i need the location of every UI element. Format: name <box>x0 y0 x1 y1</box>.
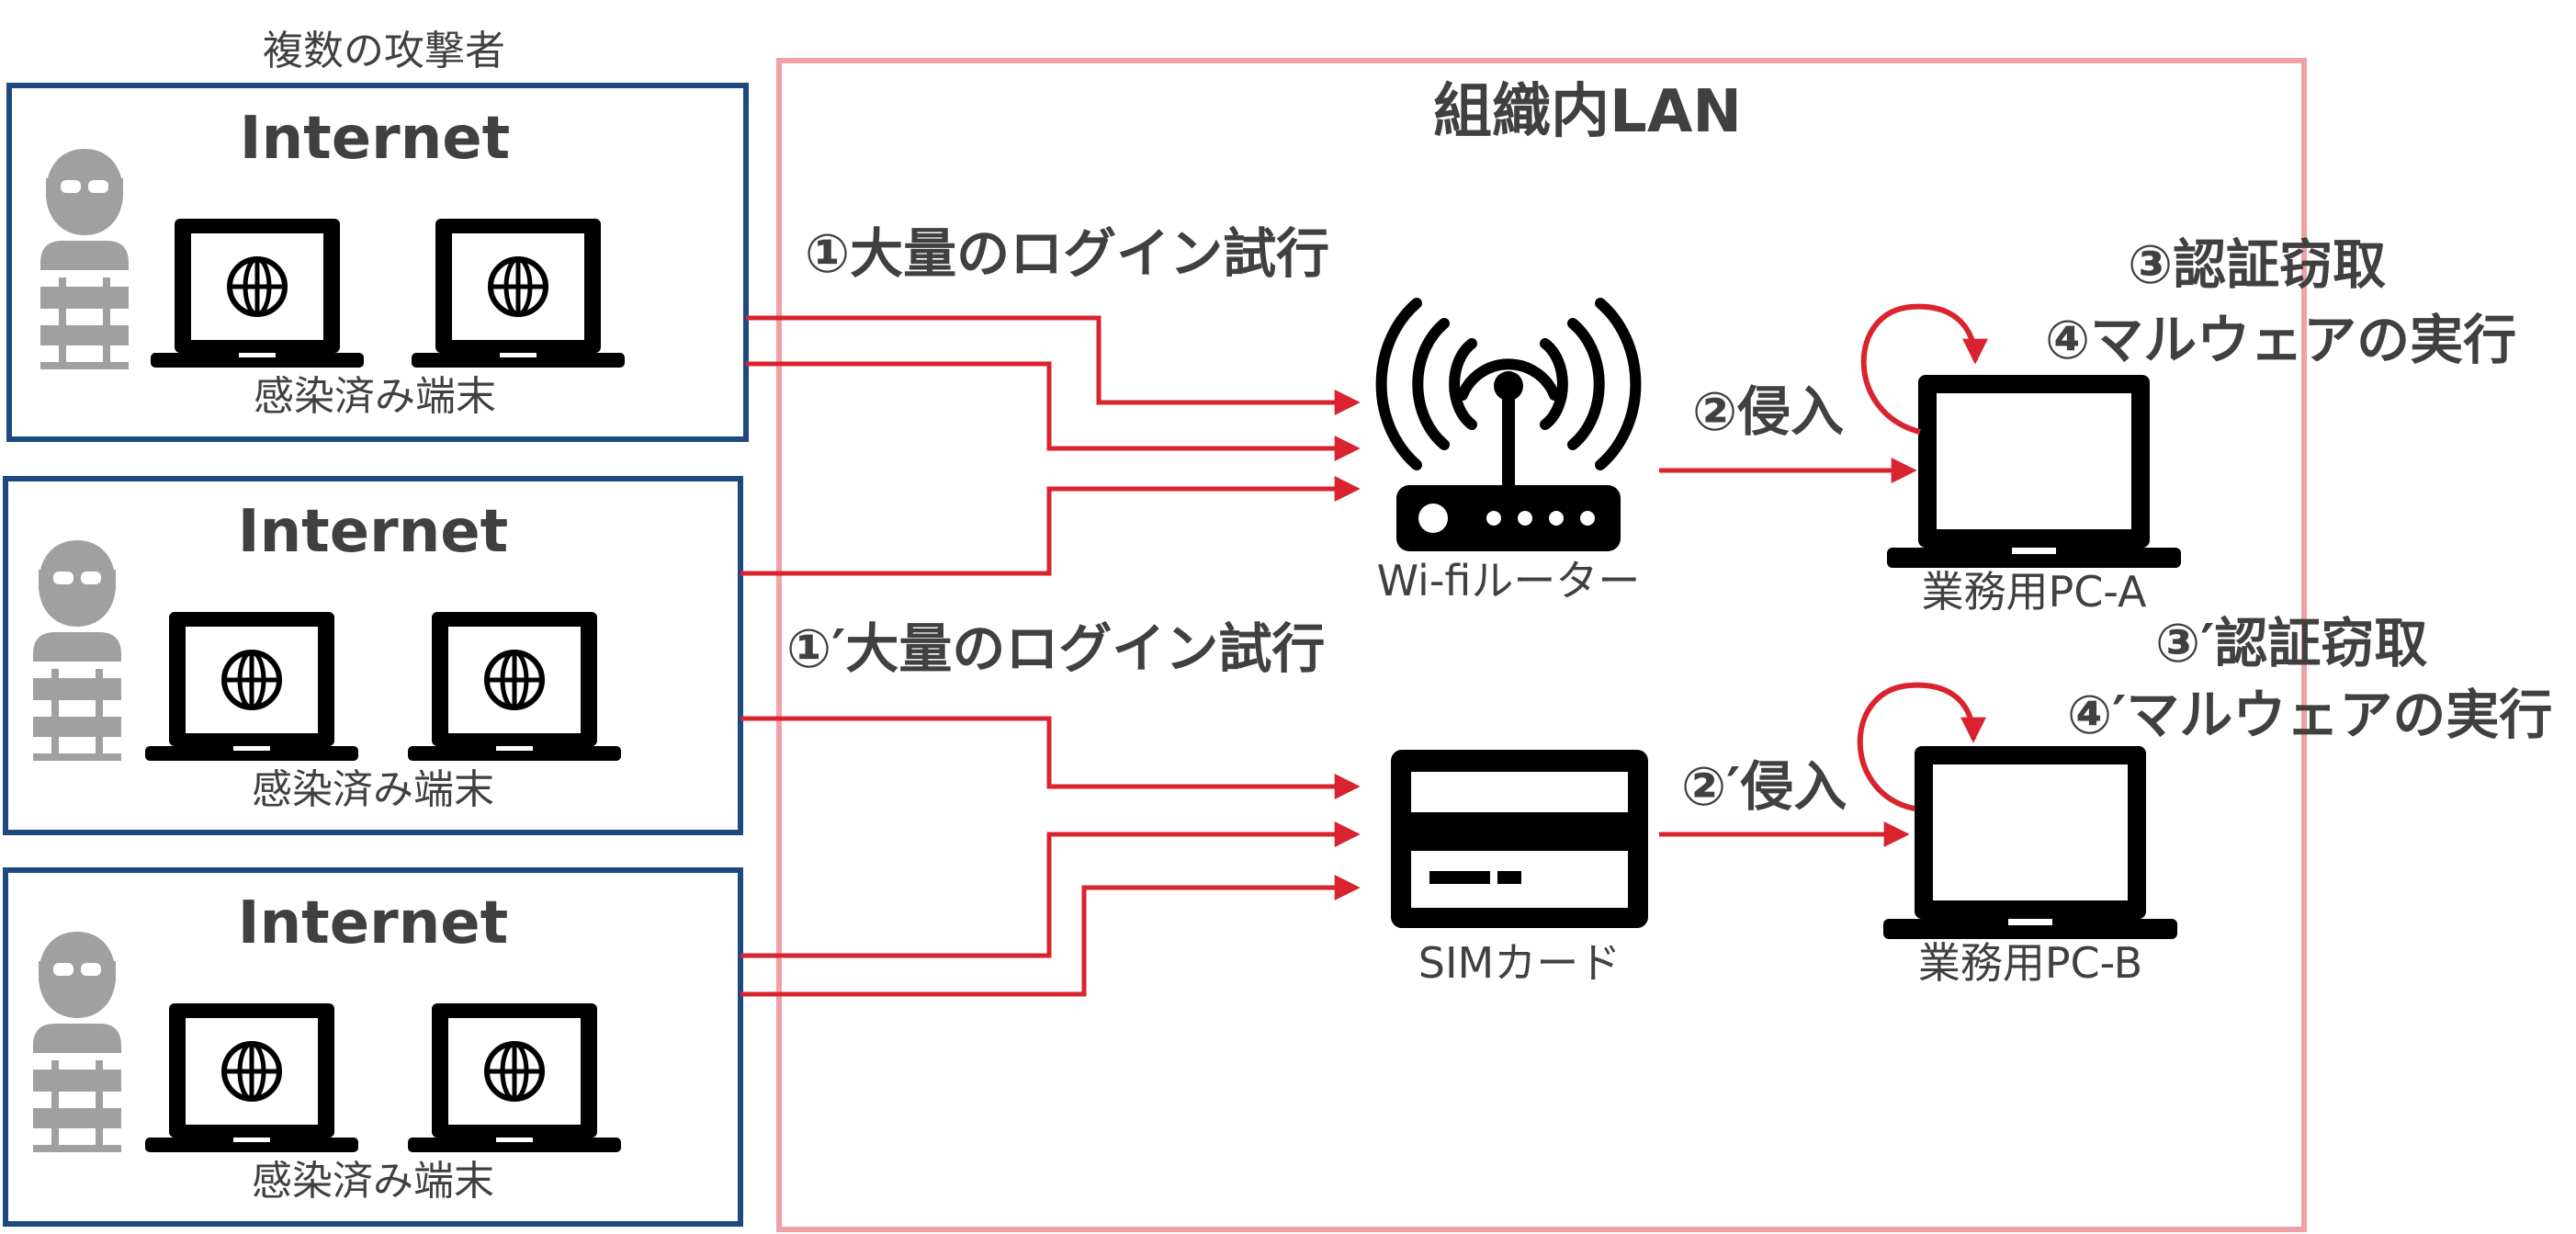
arrow-line <box>746 315 1361 415</box>
pc-b-label: 業務用PC-B <box>1918 938 2142 988</box>
internet-box <box>3 476 743 835</box>
arrow-line <box>740 875 1361 997</box>
lan-title: 組織内LAN <box>1433 78 1742 146</box>
infected-devices-label: 感染済み端末 <box>252 1158 494 1205</box>
circular-arrow-icon <box>1860 303 1988 435</box>
lan-boundary <box>776 58 2307 1232</box>
internet-group-3: Internet 感染済み端末 <box>3 867 743 1227</box>
arrow-line <box>740 716 1361 799</box>
wifi-router-icon <box>1375 298 1642 551</box>
laptop-globe-icon <box>412 219 625 368</box>
laptop-globe-icon <box>408 1003 621 1152</box>
laptop-globe-icon <box>151 219 364 368</box>
internet-label: Internet <box>240 105 511 173</box>
login-arrows-router <box>740 315 1361 576</box>
internet-label: Internet <box>238 498 509 566</box>
arrow-line <box>746 361 1361 461</box>
internet-box <box>3 867 743 1227</box>
work-pc-b-icon <box>1883 746 2177 939</box>
arrow-line <box>740 476 1361 576</box>
intrusion-arrows <box>1659 458 1917 847</box>
step-auth-theft-a: ③認証窃取 <box>2128 233 2386 296</box>
attacker-icon <box>33 540 121 761</box>
arrow-line <box>740 821 1361 958</box>
step-login-attempt-a: ①大量のログイン試行 <box>805 222 1329 285</box>
step-login-attempt-b: ①′大量のログイン試行 <box>786 617 1325 680</box>
internet-label: Internet <box>238 889 509 957</box>
step-auth-theft-b: ③′認証窃取 <box>2155 612 2427 674</box>
step-malware-exec-b: ④′マルウェアの実行 <box>2067 684 2552 746</box>
pc-a-label: 業務用PC-A <box>1922 567 2147 617</box>
laptop-globe-icon <box>145 612 358 761</box>
laptop-globe-icon <box>145 1003 358 1152</box>
sim-label: SIMカード <box>1418 938 1621 988</box>
step-intrusion-a: ②侵入 <box>1692 380 1844 443</box>
infected-devices-label: 感染済み端末 <box>254 373 496 420</box>
attackers-label: 複数の攻撃者 <box>263 28 505 74</box>
step-intrusion-b: ②′侵入 <box>1681 755 1847 818</box>
router-label: Wi-fiルーター <box>1377 556 1641 606</box>
attacker-icon <box>40 149 129 369</box>
work-pc-a-icon <box>1887 375 2181 568</box>
sim-card-icon <box>1391 750 1648 928</box>
attacker-icon <box>33 932 121 1152</box>
login-arrows-sim <box>740 716 1361 997</box>
internet-box <box>6 83 749 442</box>
laptop-globe-icon <box>408 612 621 761</box>
step-malware-exec-a: ④マルウェアの実行 <box>2045 309 2516 371</box>
internet-group-1: Internet 感染済み端末 <box>6 83 749 442</box>
circular-arrow-icon <box>1857 682 1986 811</box>
internet-group-2: Internet 感染済み端末 <box>3 476 743 835</box>
infected-devices-label: 感染済み端末 <box>252 766 494 813</box>
